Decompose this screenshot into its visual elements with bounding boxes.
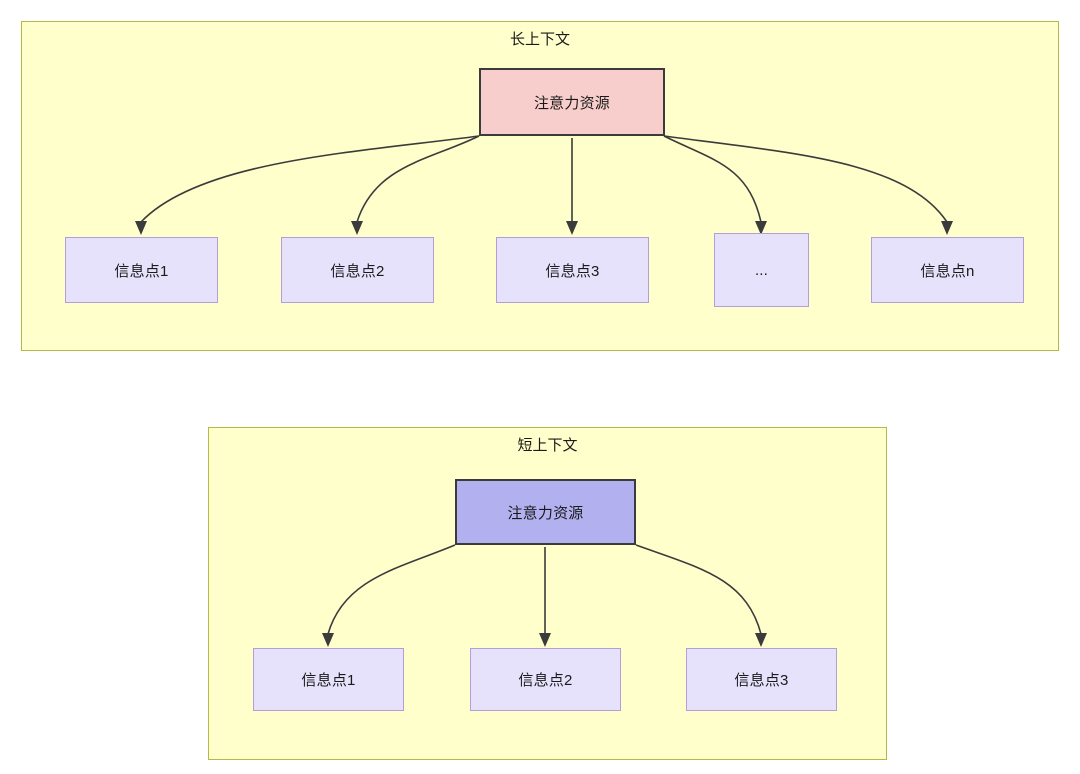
node-info-point-long-1[interactable]: 信息点1 [65, 237, 218, 303]
node-info-point-short-3[interactable]: 信息点3 [686, 648, 837, 711]
node-info-point-short-1-label: 信息点1 [301, 672, 356, 689]
node-info-point-short-2[interactable]: 信息点2 [470, 648, 621, 711]
node-info-point-long-n-label: 信息点n [920, 262, 975, 280]
node-info-point-short-3-label: 信息点3 [734, 672, 789, 689]
node-attention-resource-short-label: 注意力资源 [507, 504, 584, 522]
node-info-point-long-ellipsis-label: ... [754, 261, 769, 279]
node-attention-resource-long-label: 注意力资源 [533, 94, 610, 112]
node-info-point-long-3-label: 信息点3 [545, 262, 600, 280]
node-info-point-long-1-label: 信息点1 [114, 262, 169, 280]
node-info-point-long-2-label: 信息点2 [330, 262, 385, 280]
node-info-point-short-2-label: 信息点2 [518, 672, 573, 689]
node-attention-resource-short[interactable]: 注意力资源 [455, 479, 636, 545]
node-attention-resource-long[interactable]: 注意力资源 [479, 68, 665, 136]
node-info-point-long-ellipsis[interactable]: ... [714, 233, 809, 307]
node-info-point-long-2[interactable]: 信息点2 [281, 237, 434, 303]
node-info-point-short-1[interactable]: 信息点1 [253, 648, 404, 711]
panel-long-context-title: 长上下文 [509, 31, 570, 48]
panel-short-context-title: 短上下文 [517, 437, 578, 454]
node-info-point-long-3[interactable]: 信息点3 [496, 237, 649, 303]
node-info-point-long-n[interactable]: 信息点n [871, 237, 1024, 303]
